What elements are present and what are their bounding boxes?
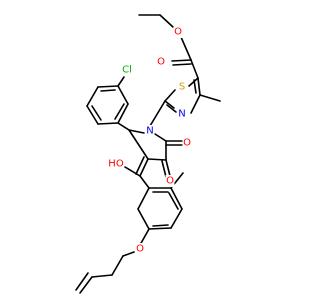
bond-lines <box>75 14 221 294</box>
atom-label-cl1: Cl <box>122 65 132 76</box>
atom-o2: O <box>156 56 166 68</box>
atom-o1: O <box>173 26 183 38</box>
atom-label-o5: O <box>136 244 144 255</box>
atom-n2: N <box>145 125 155 137</box>
atom-label-n2: N <box>146 126 153 137</box>
atom-o5: O <box>135 243 145 255</box>
atom-label-s1: S <box>179 82 185 93</box>
atom-n1: N <box>177 108 187 120</box>
atom-label-o4: O <box>166 176 174 187</box>
atom-ho1: HO <box>108 158 124 170</box>
atom-label-o2: O <box>157 57 165 68</box>
atom-o3: O <box>182 137 192 149</box>
atom-cl1: Cl <box>120 64 134 76</box>
atom-label-ho1: HO <box>108 159 124 170</box>
atom-label-n1: N <box>178 109 185 120</box>
atom-label-o1: O <box>174 27 182 38</box>
atom-o4: O <box>165 175 175 187</box>
atom-label-o3: O <box>183 138 191 149</box>
atom-s1: S <box>177 81 187 93</box>
